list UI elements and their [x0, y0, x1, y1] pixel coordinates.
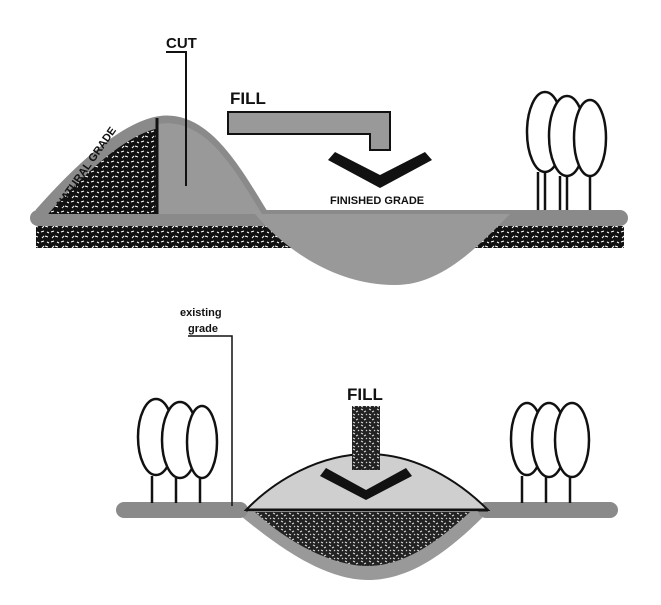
- finished-grade-label: FINISHED GRADE: [330, 195, 424, 207]
- bottom-gravel-fill: [255, 512, 470, 566]
- bottom-fill-arrow-shaft: [352, 406, 380, 470]
- cut-label: CUT: [166, 35, 197, 52]
- trees-right-top: [525, 90, 608, 210]
- existing-grade-leader: [188, 335, 233, 506]
- top-diagram: CUT FILL NATURAL GRADE FINISHED GRADE: [30, 35, 628, 285]
- cut-leader: [166, 51, 187, 186]
- bottom-fill-arrow-head: [320, 468, 412, 500]
- fill-arrow-head: [328, 152, 432, 188]
- trees-right-bottom: [509, 401, 591, 503]
- natural-grade-outline: [35, 115, 268, 218]
- bottom-ground-right: [478, 502, 618, 518]
- cut-section: [158, 123, 262, 214]
- existing-grade-label-line2: grade: [188, 323, 218, 335]
- bottom-ground-left: [116, 502, 248, 518]
- fill-arrow: [227, 111, 391, 151]
- trees-left-bottom: [136, 397, 219, 503]
- fill-label-bottom: FILL: [347, 385, 383, 404]
- fill-label-top: FILL: [230, 89, 266, 108]
- fill-bowl: [255, 214, 510, 285]
- existing-grade-label-line1: existing: [180, 307, 222, 319]
- bottom-diagram: existing grade FILL: [116, 307, 618, 580]
